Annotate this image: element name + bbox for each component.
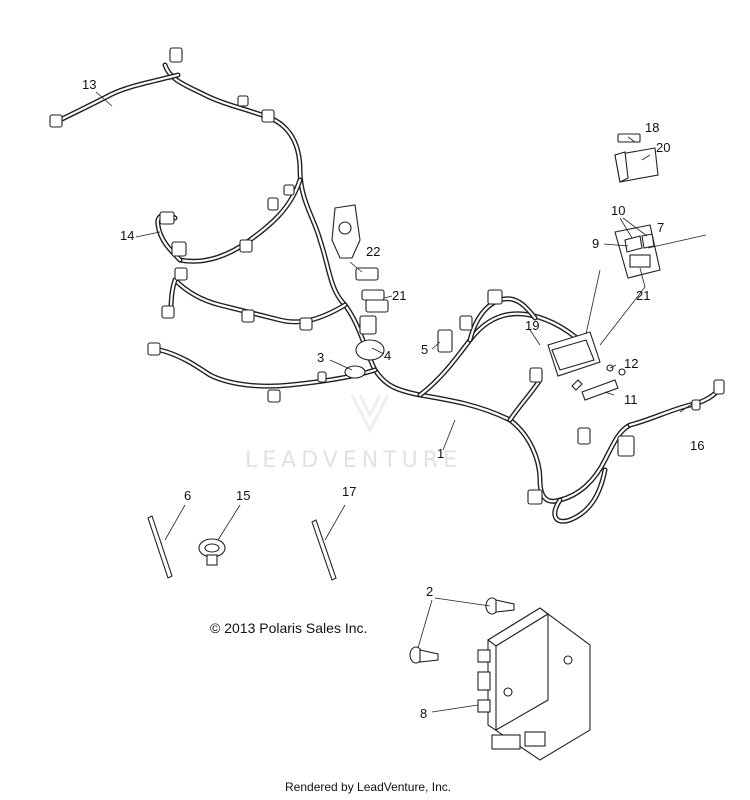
callout-15: 15 xyxy=(236,488,250,503)
connector-22-21 xyxy=(355,267,389,313)
copyright-notice: © 2013 Polaris Sales Inc. xyxy=(210,620,368,636)
watermark: LEADVENTURE xyxy=(245,448,462,473)
cable-tie-6 xyxy=(147,515,173,579)
callout-9: 9 xyxy=(592,236,599,251)
clip-15 xyxy=(198,538,226,566)
electronic-module-19 xyxy=(547,331,601,377)
callout-7: 7 xyxy=(657,220,664,235)
callout-2: 2 xyxy=(426,584,433,599)
callout-20: 20 xyxy=(656,140,670,155)
fuse-relay-block xyxy=(614,224,661,279)
leader-lines xyxy=(95,91,707,713)
rendered-by-credit: Rendered by LeadVenture, Inc. xyxy=(285,780,452,794)
callout-10: 10 xyxy=(611,203,625,218)
callout-8: 8 xyxy=(420,706,427,721)
callout-16: 16 xyxy=(690,438,704,453)
cable-tie-17 xyxy=(311,519,337,581)
callout-6: 6 xyxy=(184,488,191,503)
callout-13: 13 xyxy=(82,77,96,92)
screws-2 xyxy=(409,597,515,664)
callout-4: 4 xyxy=(384,348,391,363)
callout-1: 1 xyxy=(437,446,444,461)
bracket-11 xyxy=(571,364,626,401)
callout-labels: 1 2 3 4 5 6 7 8 9 10 11 12 13 14 15 16 1… xyxy=(82,77,704,721)
harness-connectors xyxy=(49,47,725,505)
watermark-logo xyxy=(350,394,390,434)
callout-21-right: 21 xyxy=(636,288,650,303)
callout-3: 3 xyxy=(317,350,324,365)
callout-11: 11 xyxy=(624,392,638,407)
callout-14: 14 xyxy=(120,228,134,243)
fuse-cover xyxy=(614,133,659,183)
callout-22: 22 xyxy=(366,244,380,259)
callout-12: 12 xyxy=(624,356,638,371)
callout-19: 19 xyxy=(525,318,539,333)
callout-21-left: 21 xyxy=(392,288,406,303)
ecu-module-8 xyxy=(477,607,591,761)
callout-5: 5 xyxy=(421,342,428,357)
callout-18: 18 xyxy=(645,120,659,135)
callout-17: 17 xyxy=(342,484,356,499)
